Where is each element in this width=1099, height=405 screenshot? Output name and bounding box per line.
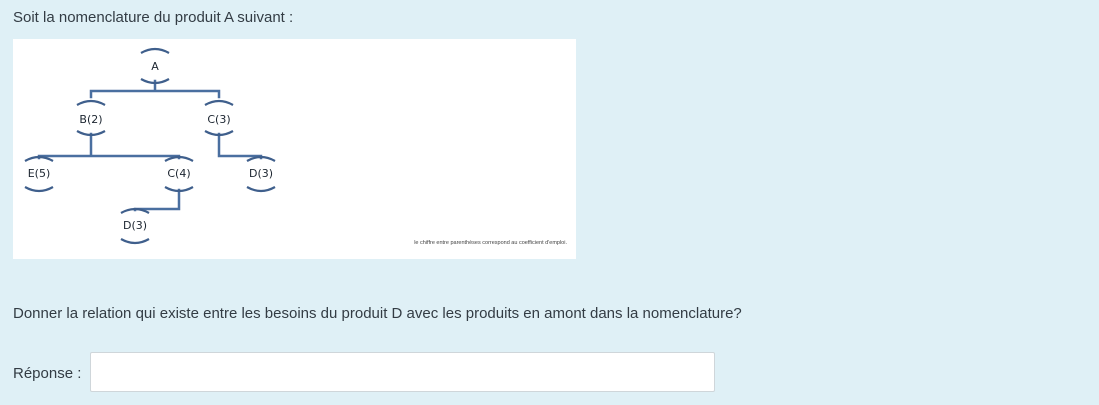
node-a: A (151, 60, 159, 73)
tree-lines (37, 79, 263, 212)
node-c-top: C(3) (207, 113, 230, 126)
answer-input[interactable] (90, 352, 715, 392)
coefficient-note: le chiffre entre parenthèses correspond … (414, 240, 567, 246)
node-c-sub: C(4) (167, 167, 190, 180)
node-b: B(2) (79, 113, 102, 126)
nomenclature-svg: A B(2) C(3) E(5) C(4) D(3) D(3) (24, 47, 276, 245)
question-text: Donner la relation qui existe entre les … (13, 305, 742, 322)
node-e: E(5) (28, 167, 51, 180)
nomenclature-diagram: A B(2) C(3) E(5) C(4) D(3) D(3) le chiff… (13, 39, 576, 259)
node-brackets (24, 47, 276, 245)
answer-label: Réponse : (13, 365, 82, 382)
node-d-right: D(3) (249, 167, 273, 180)
question-intro: Soit la nomenclature du produit A suivan… (13, 9, 294, 26)
node-d-low: D(3) (123, 219, 147, 232)
